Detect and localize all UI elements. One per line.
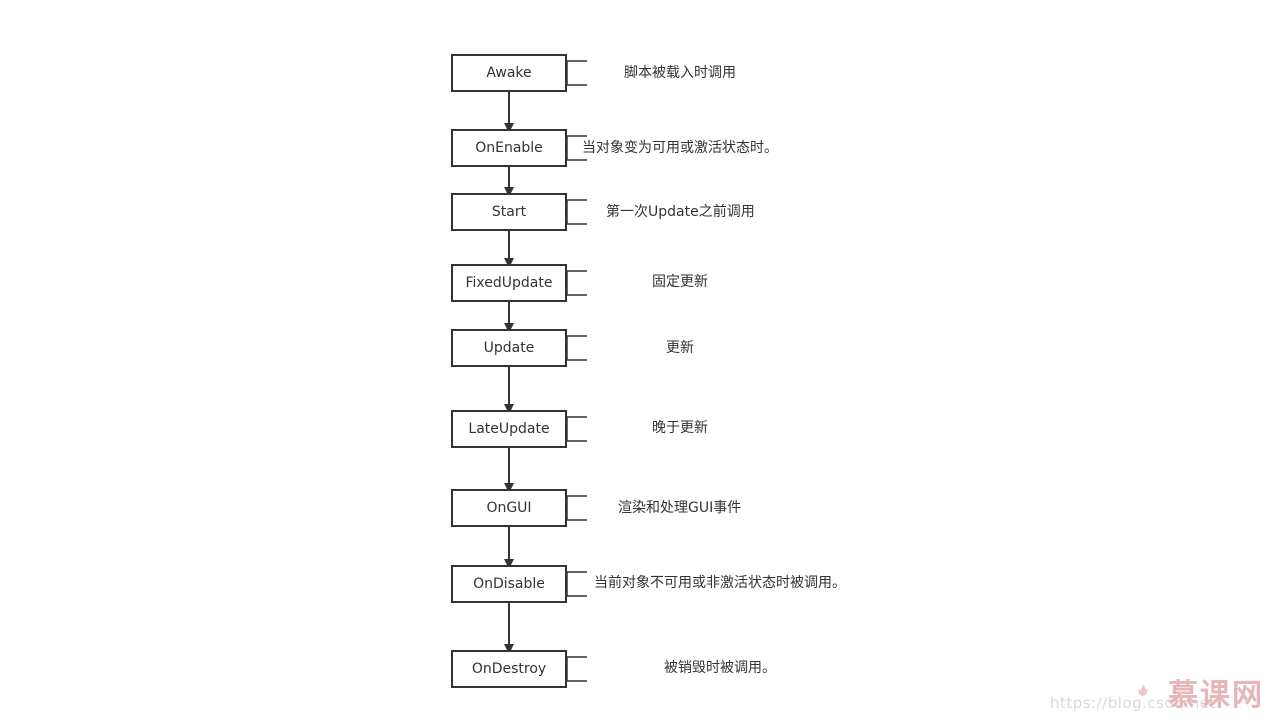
note-bracket	[566, 495, 587, 521]
node-awake: Awake	[451, 54, 567, 92]
note-bracket	[566, 270, 587, 296]
note-fixedupdate: 固定更新	[652, 274, 708, 290]
note-lateupdate: 晚于更新	[652, 420, 708, 436]
node-fixedupdate: FixedUpdate	[451, 264, 567, 302]
note-bracket	[566, 335, 587, 361]
node-ondisable: OnDisable	[451, 565, 567, 603]
note-awake: 脚本被载入时调用	[624, 65, 736, 81]
note-onenable: 当对象变为可用或激活状态时。	[582, 140, 778, 156]
note-bracket	[566, 60, 587, 86]
note-ondisable: 当前对象不可用或非激活状态时被调用。	[594, 575, 846, 591]
node-onenable: OnEnable	[451, 129, 567, 167]
note-ondestroy: 被销毁时被调用。	[664, 660, 776, 676]
watermark-url: https://blog.csdn.net	[1050, 694, 1216, 712]
node-ondestroy: OnDestroy	[451, 650, 567, 688]
note-ongui: 渲染和处理GUI事件	[618, 500, 742, 516]
node-ongui: OnGUI	[451, 489, 567, 527]
note-bracket	[566, 571, 587, 597]
note-update: 更新	[666, 340, 694, 356]
note-bracket	[566, 416, 587, 442]
flame-logo-icon	[1138, 684, 1148, 696]
node-start: Start	[451, 193, 567, 231]
note-bracket	[566, 199, 587, 225]
watermark-brand: 慕课网	[1168, 678, 1264, 713]
note-start: 第一次Update之前调用	[606, 204, 755, 220]
node-update: Update	[451, 329, 567, 367]
node-lateupdate: LateUpdate	[451, 410, 567, 448]
note-bracket	[566, 656, 587, 682]
